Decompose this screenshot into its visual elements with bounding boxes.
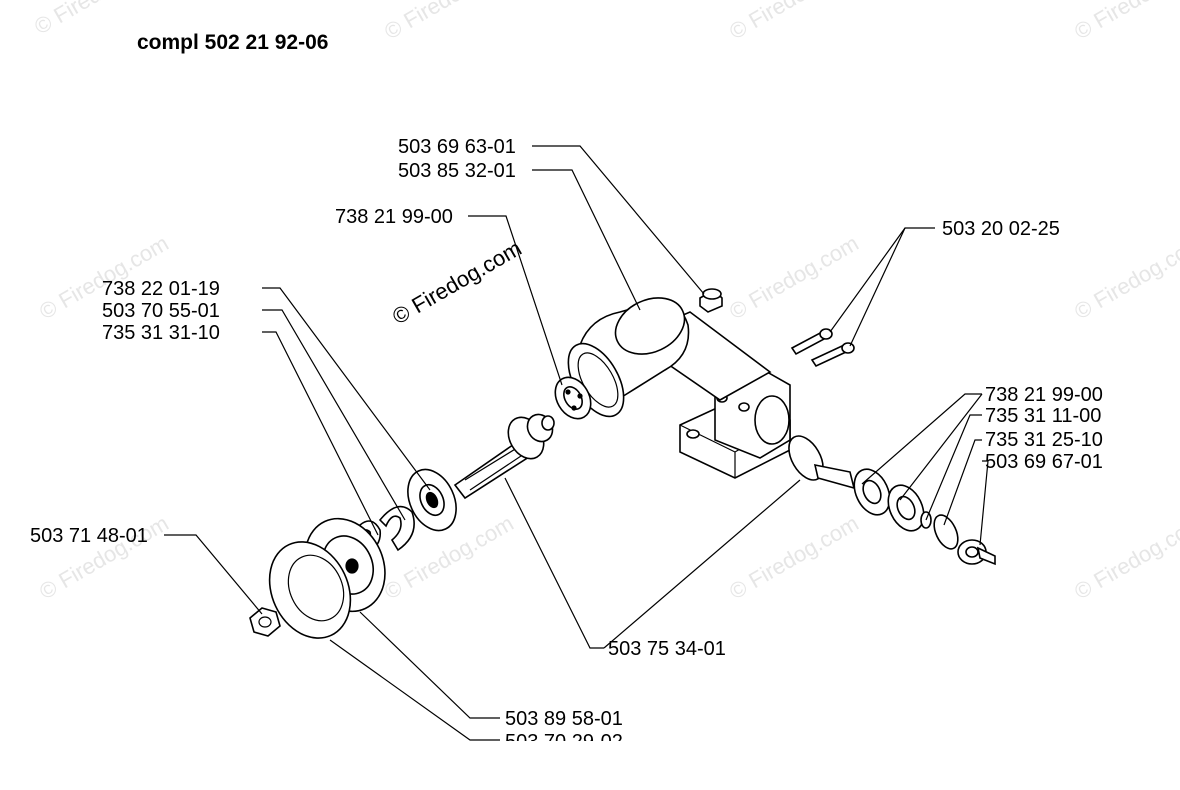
leader-lines [164, 145, 989, 741]
watermark-text: © Firedog.com [725, 510, 863, 604]
right-bearings-drawing [853, 468, 996, 566]
screw-plug-drawing [699, 288, 723, 313]
part-label: 738 21 99-00 [985, 384, 1103, 406]
pinion-shaft-drawing [453, 413, 555, 500]
part-label: 735 31 31-10 [102, 322, 220, 344]
part-labels: 503 69 63-01 503 85 32-01 738 21 99-00 5… [30, 136, 1103, 730]
watermark-text: © Firedog.com [725, 230, 863, 324]
watermark-main: © Firedog.com [388, 235, 526, 329]
gear-housing-drawing [567, 297, 791, 479]
watermark-text: © Firedog.com [1070, 230, 1180, 324]
part-label: 503 85 32-01 [398, 160, 516, 182]
part-label: 503 69 63-01 [398, 136, 516, 158]
part-label: 738 22 01-19 [102, 278, 220, 300]
upper-bearing-drawing [554, 376, 592, 420]
part-label: 503 70 29-02 [505, 731, 623, 753]
watermark-text: © Firedog.com [1070, 510, 1180, 604]
bevel-gear-drawing [788, 435, 856, 490]
part-label: 503 20 02-25 [942, 218, 1060, 240]
part-label: 503 71 48-01 [30, 525, 148, 547]
part-label: 735 31 11-00 [985, 405, 1101, 427]
watermark-text: © Firedog.com [725, 0, 863, 44]
watermark-text: © Firedog.com [380, 0, 518, 44]
part-label: 738 21 99-00 [335, 206, 453, 228]
part-label: 503 89 58-01 [505, 708, 623, 730]
watermark-text: © Firedog.com [1070, 0, 1180, 44]
clipped-label-group: 503 70 29-02 [505, 731, 623, 753]
screws-drawing [790, 328, 855, 368]
diagram-title: compl 502 21 92-06 [137, 31, 328, 54]
left-bearing-drawing [407, 468, 457, 532]
guard-plate-drawing [268, 541, 352, 639]
part-label: 503 75 34-01 [608, 638, 726, 660]
part-label: 503 70 55-01 [102, 300, 220, 322]
nut-drawing [249, 607, 281, 637]
part-label: 503 69 67-01 [985, 451, 1103, 473]
part-label: 735 31 25-10 [985, 429, 1103, 451]
